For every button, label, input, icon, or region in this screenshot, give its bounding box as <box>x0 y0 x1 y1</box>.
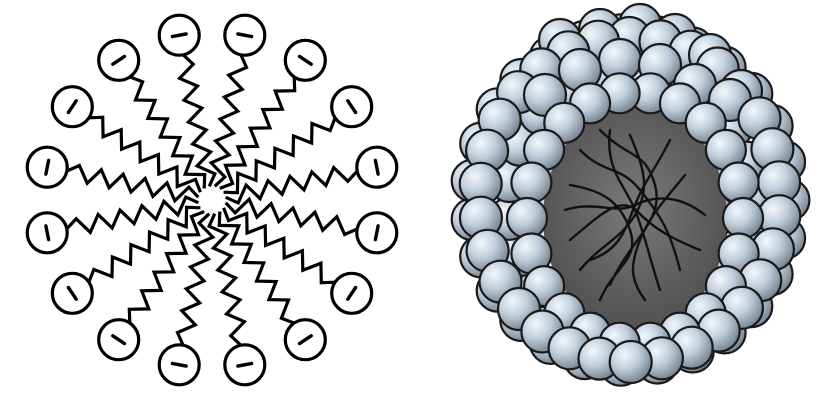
micelle-3d-model <box>430 0 826 405</box>
surfactant-molecule <box>226 147 397 203</box>
micelle-schematic-diagram <box>0 0 430 405</box>
hydrophobic-tail <box>226 168 358 203</box>
headgroup-sphere <box>507 198 547 238</box>
surfactant-molecule <box>99 40 205 188</box>
surfactant-molecule <box>219 212 325 360</box>
surfactant-molecule <box>52 207 200 313</box>
surfactant-molecule <box>209 214 265 385</box>
headgroup-sphere <box>511 163 551 203</box>
surfactant-molecules <box>27 15 397 385</box>
hydrophobic-tail <box>67 197 199 232</box>
headgroup-sphere <box>723 198 763 238</box>
headgroup-sphere <box>610 341 652 383</box>
surfactant-molecule <box>27 197 198 253</box>
surfactant-molecule <box>159 15 215 186</box>
hydrophobic-tail <box>209 214 244 346</box>
hydrophobic-tail <box>180 55 215 187</box>
headgroup-sphere <box>719 163 759 203</box>
surfactant-molecule <box>224 87 372 193</box>
